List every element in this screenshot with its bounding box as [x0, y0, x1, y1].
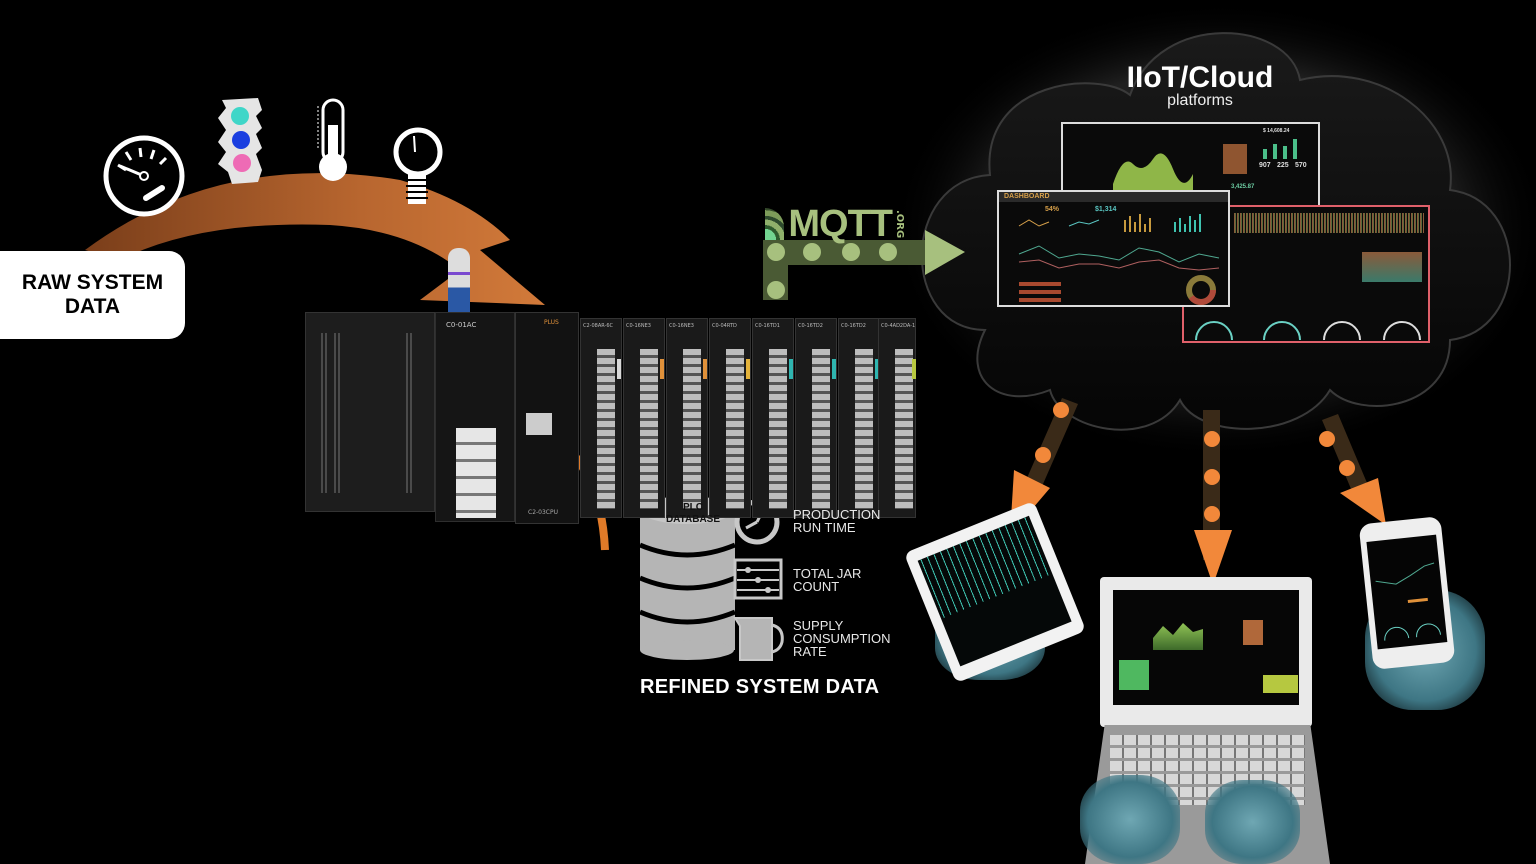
heatmap-chart	[1362, 252, 1422, 282]
pressure-gauge-icon	[393, 127, 443, 204]
power-supply-module: C0-01AC	[435, 312, 515, 522]
mqtt-logo: MQTT .ORG	[765, 202, 905, 245]
waveform-chart	[1234, 213, 1424, 233]
mqtt-logo-text: MQTT	[788, 202, 893, 245]
raw-data-flow-arrow	[85, 173, 545, 305]
raw-system-data-label: RAW SYSTEM DATA	[0, 251, 185, 339]
io-module: C2-08AR-6C	[580, 318, 622, 518]
cloud-title: IIoT/Cloud platforms	[1100, 61, 1300, 109]
wifi-antenna	[448, 248, 470, 316]
dashboard-screenshot-middle: DASHBOARD 54% $1,314	[997, 190, 1230, 307]
plc-rack: C0-01AC PLUS C2-03CPU C2-08AR-6C C0-16NE…	[305, 300, 920, 535]
plc-database-label: PLC DATABASE	[665, 502, 721, 525]
io-module: C0-04RTD	[709, 318, 751, 518]
measuring-jug-icon	[733, 617, 784, 661]
laptop-device	[1100, 577, 1312, 727]
typing-hand-left	[1080, 775, 1180, 864]
mqtt-flow-arrow	[763, 230, 965, 300]
thermometer-icon	[317, 98, 347, 181]
tablet-screen	[917, 515, 1072, 667]
abacus-icon	[733, 558, 783, 600]
cpu-badge: PLUS	[544, 319, 559, 326]
cloud-to-phone-arrow	[1319, 414, 1386, 525]
cloud-to-laptop-arrow	[1194, 410, 1232, 585]
count-value: 570	[1295, 162, 1307, 169]
total-value: 3,425.87	[1231, 184, 1255, 190]
plc-chassis-side	[305, 312, 435, 512]
cpu-module-label: C2-03CPU	[528, 509, 559, 516]
phone-screen	[1366, 534, 1448, 650]
io-module: C0-16TD2	[795, 318, 837, 518]
io-module: C0-16TD2	[838, 318, 880, 518]
mqtt-logo-suffix: .ORG	[894, 209, 905, 239]
raw-data-label-line2: DATA	[64, 295, 121, 318]
ethernet-port[interactable]	[526, 413, 552, 435]
dashboard-charts	[1018, 214, 1220, 305]
gauge-row	[1195, 321, 1421, 341]
cpu-module: PLUS C2-03CPU	[515, 312, 579, 524]
io-module: C0-16TD1	[752, 318, 794, 518]
cloud-title-main: IIoT/Cloud	[1126, 61, 1274, 94]
cloud-title-sub: platforms	[1167, 92, 1233, 109]
io-module: C0-4AD2DA-1	[878, 318, 916, 518]
dashboard-title: DASHBOARD	[999, 192, 1228, 202]
kpi-money: $1,314	[1095, 206, 1117, 213]
count-value: 907	[1259, 162, 1271, 169]
balance-value: $ 14,608.24	[1263, 128, 1290, 134]
count-value: 225	[1277, 162, 1289, 169]
refined-system-data-title: REFINED SYSTEM DATA	[640, 676, 880, 698]
power-terminal-block	[456, 428, 496, 518]
io-module: C0-16NE3	[623, 318, 665, 518]
phone-device	[1358, 516, 1456, 670]
power-module-label: C0-01AC	[446, 321, 477, 329]
raw-data-label-line1: RAW SYSTEM	[21, 271, 164, 294]
mqtt-wave-icon	[765, 208, 785, 240]
traffic-light-icon	[218, 98, 262, 184]
kpi-percent: 54%	[1045, 206, 1060, 213]
laptop-screen	[1113, 590, 1299, 705]
io-module: C0-16NE3	[666, 318, 708, 518]
fuel-gauge-icon	[103, 135, 185, 217]
typing-hand-right	[1205, 780, 1300, 864]
area-chart	[1113, 139, 1297, 194]
